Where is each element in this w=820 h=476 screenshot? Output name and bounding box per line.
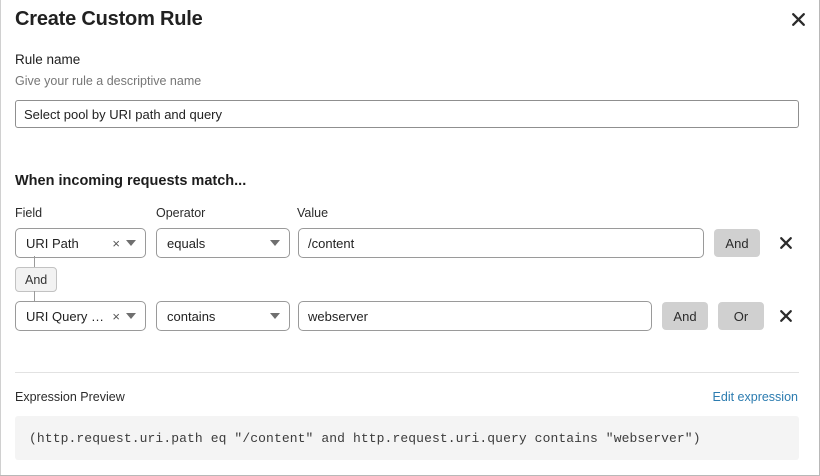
column-header-field: Field	[15, 206, 43, 220]
chevron-down-icon-row-2-operator	[270, 313, 280, 319]
dialog-title: Create Custom Rule	[15, 8, 203, 30]
and-button-row-2[interactable]: And	[662, 302, 708, 330]
value-input-row-2[interactable]	[298, 301, 652, 331]
expression-preview-code: (http.request.uri.path eq "/content" and…	[29, 430, 701, 446]
operator-select-row-2-label: contains	[167, 308, 216, 324]
rule-name-help-text: Give your rule a descriptive name	[15, 74, 202, 88]
field-clear-icon-row-1[interactable]: ×	[112, 235, 120, 251]
and-connector-button[interactable]: And	[15, 267, 58, 292]
delete-row-1-button[interactable]	[775, 232, 797, 254]
column-header-value: Value	[297, 206, 329, 220]
field-select-row-2-label: URI Query St...	[26, 308, 109, 324]
delete-row-2-button[interactable]	[775, 305, 797, 327]
field-select-row-1-label: URI Path	[26, 235, 79, 251]
section-divider	[15, 372, 799, 373]
edit-expression-link[interactable]: Edit expression	[712, 390, 798, 404]
expression-preview-box: (http.request.uri.path eq "/content" and…	[15, 416, 799, 460]
column-header-operator: Operator	[156, 206, 206, 220]
match-section-heading: When incoming requests match...	[15, 173, 247, 189]
rule-name-label: Rule name	[15, 52, 81, 67]
expression-preview-label: Expression Preview	[15, 390, 125, 404]
value-input-row-1[interactable]	[298, 228, 704, 258]
operator-select-row-1-label: equals	[167, 235, 206, 251]
chevron-down-icon-row-1-operator	[270, 240, 280, 246]
field-clear-icon-row-2[interactable]: ×	[112, 308, 120, 324]
rule-name-input[interactable]	[15, 100, 799, 128]
operator-select-row-2[interactable]: contains	[156, 301, 290, 331]
field-select-row-1[interactable]: URI Path ×	[15, 228, 146, 258]
chevron-down-icon-row-1-field	[126, 240, 136, 246]
close-icon[interactable]	[785, 6, 811, 32]
connector-line-bottom	[34, 291, 35, 302]
connector-line-top	[34, 256, 35, 268]
or-button-row-2[interactable]: Or	[718, 302, 764, 330]
operator-select-row-1[interactable]: equals	[156, 228, 290, 258]
field-select-row-2[interactable]: URI Query St... ×	[15, 301, 146, 331]
chevron-down-icon-row-2-field	[126, 313, 136, 319]
and-button-row-1[interactable]: And	[714, 229, 760, 257]
